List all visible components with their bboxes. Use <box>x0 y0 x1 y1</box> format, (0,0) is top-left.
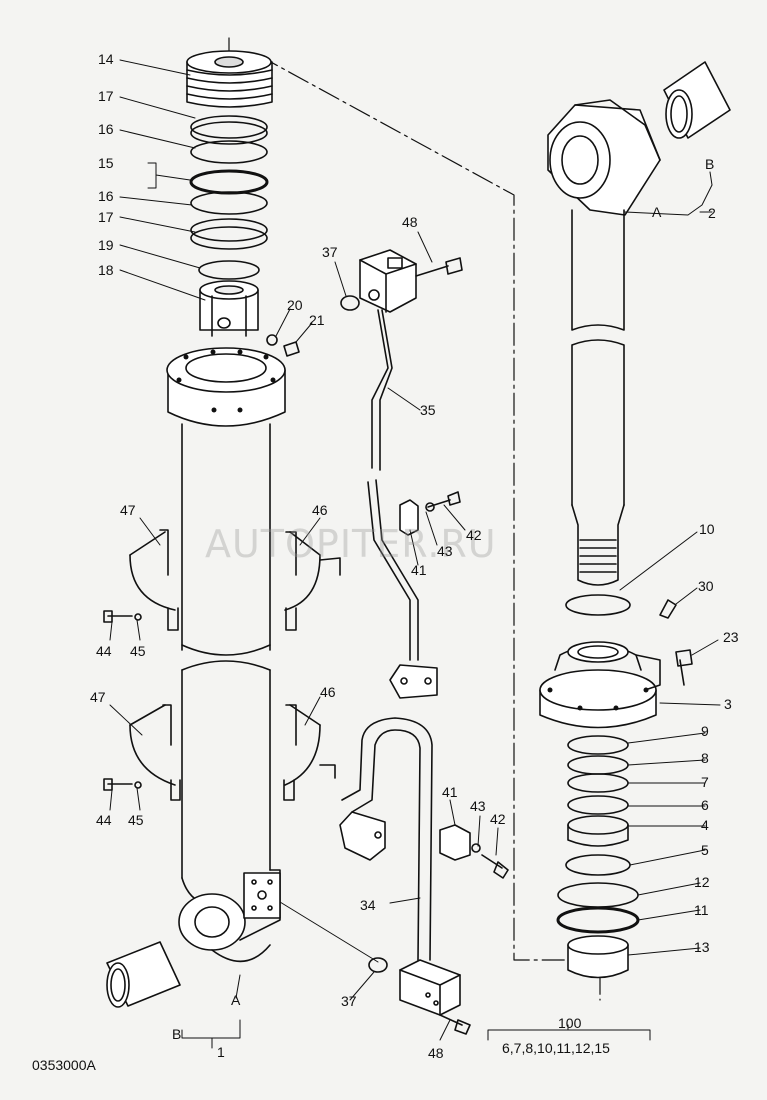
clamp-46-lower <box>283 704 336 801</box>
callout-23: 23 <box>723 629 739 645</box>
callout-4: 4 <box>701 817 709 833</box>
clamp-47-upper <box>129 529 179 631</box>
gland-nut-18 <box>199 280 259 337</box>
piston-rod <box>571 209 625 586</box>
washer-43-lower <box>471 843 481 853</box>
piston-nut-14 <box>186 50 273 108</box>
o-ring-37-upper <box>340 295 360 311</box>
rod-cover-3 <box>539 641 661 729</box>
callout-45: 45 <box>130 643 146 659</box>
callout-19: 19 <box>98 237 114 253</box>
bolt-48-upper <box>415 257 463 277</box>
callout-11: 11 <box>694 902 709 918</box>
callout-48: 48 <box>402 214 418 230</box>
callout-7: 7 <box>701 774 709 790</box>
washer-43-upper <box>425 502 435 512</box>
callout-2: 2 <box>708 205 716 221</box>
set-screw-21 <box>283 341 300 357</box>
callout-15: 15 <box>98 155 114 171</box>
callout-43: 43 <box>437 543 453 559</box>
callout-46: 46 <box>320 684 336 700</box>
callout-34: 34 <box>360 897 376 913</box>
bushing-right <box>663 61 731 139</box>
callout-42: 42 <box>490 811 506 827</box>
callout-43: 43 <box>470 798 486 814</box>
callout-47: 47 <box>120 502 136 518</box>
ring-10 <box>565 594 631 616</box>
callout-16: 16 <box>98 121 114 137</box>
hose-34 <box>339 717 433 961</box>
callout-37: 37 <box>322 244 338 260</box>
callout-3: 3 <box>724 696 732 712</box>
clip-41-lower <box>439 824 471 861</box>
callout-47: 47 <box>90 689 106 705</box>
bushing-left <box>106 941 181 1008</box>
callout-20: 20 <box>287 297 303 313</box>
callout-16: 16 <box>98 188 114 204</box>
flange-block-lower <box>399 959 461 1016</box>
callout-17: 17 <box>98 209 114 225</box>
callout-9: 9 <box>701 723 709 739</box>
callout-14: 14 <box>98 51 114 67</box>
flange-foot-35 <box>389 664 438 699</box>
bolt-44-upper <box>103 610 142 623</box>
callout-44: 44 <box>96 812 112 828</box>
callout-A: A <box>231 992 241 1008</box>
cylinder-tube-lower <box>178 660 281 963</box>
seal-ring-stack <box>189 115 269 280</box>
callout-B: B <box>172 1026 182 1042</box>
seal-stack-right <box>556 735 640 979</box>
callout-37: 37 <box>341 993 357 1009</box>
hose-35-lower <box>367 479 419 661</box>
clamp-47-lower <box>129 704 181 801</box>
bolt-48-lower <box>439 1014 471 1035</box>
clip-41-upper <box>399 499 419 536</box>
callout-A: A <box>652 204 662 220</box>
callout-5: 5 <box>701 842 709 858</box>
hose-35 <box>371 309 393 471</box>
callout-41: 41 <box>411 562 427 578</box>
clamp-46-upper <box>284 531 341 631</box>
callout-17: 17 <box>98 88 114 104</box>
grease-fitting-30 <box>659 599 677 619</box>
bolt-44-lower <box>103 778 142 791</box>
callout-35: 35 <box>420 402 436 418</box>
leader-lines <box>109 59 721 1049</box>
callout-6: 6 <box>701 797 709 813</box>
callout-30: 30 <box>698 578 714 594</box>
cylinder-tube-upper <box>166 347 286 656</box>
rod-eye <box>547 99 661 216</box>
kit-number: 100 <box>558 1015 582 1031</box>
drawing-code: 0353000A <box>32 1057 96 1073</box>
ball-20 <box>266 334 278 346</box>
callout-B: B <box>705 156 715 172</box>
callout-1: 1 <box>217 1044 225 1060</box>
callout-10: 10 <box>699 521 715 537</box>
callout-46: 46 <box>312 502 328 518</box>
callout-8: 8 <box>701 750 709 766</box>
callout-45: 45 <box>128 812 144 828</box>
callout-44: 44 <box>96 643 112 659</box>
bolt-23 <box>675 649 693 686</box>
callout-13: 13 <box>694 939 710 955</box>
callout-48: 48 <box>428 1045 444 1061</box>
callout-21: 21 <box>309 312 325 328</box>
o-ring-37-lower <box>368 957 388 973</box>
flange-block-upper <box>359 249 417 313</box>
callout-12: 12 <box>694 874 710 890</box>
bolt-42-lower <box>481 854 509 879</box>
watermark-text: AUTOPITER.RU <box>205 522 497 566</box>
callout-42: 42 <box>466 527 482 543</box>
callout-18: 18 <box>98 262 114 278</box>
kit-contents: 6,7,8,10,11,12,15 <box>502 1040 610 1056</box>
callout-41: 41 <box>442 784 458 800</box>
bolt-42-upper <box>427 491 461 508</box>
